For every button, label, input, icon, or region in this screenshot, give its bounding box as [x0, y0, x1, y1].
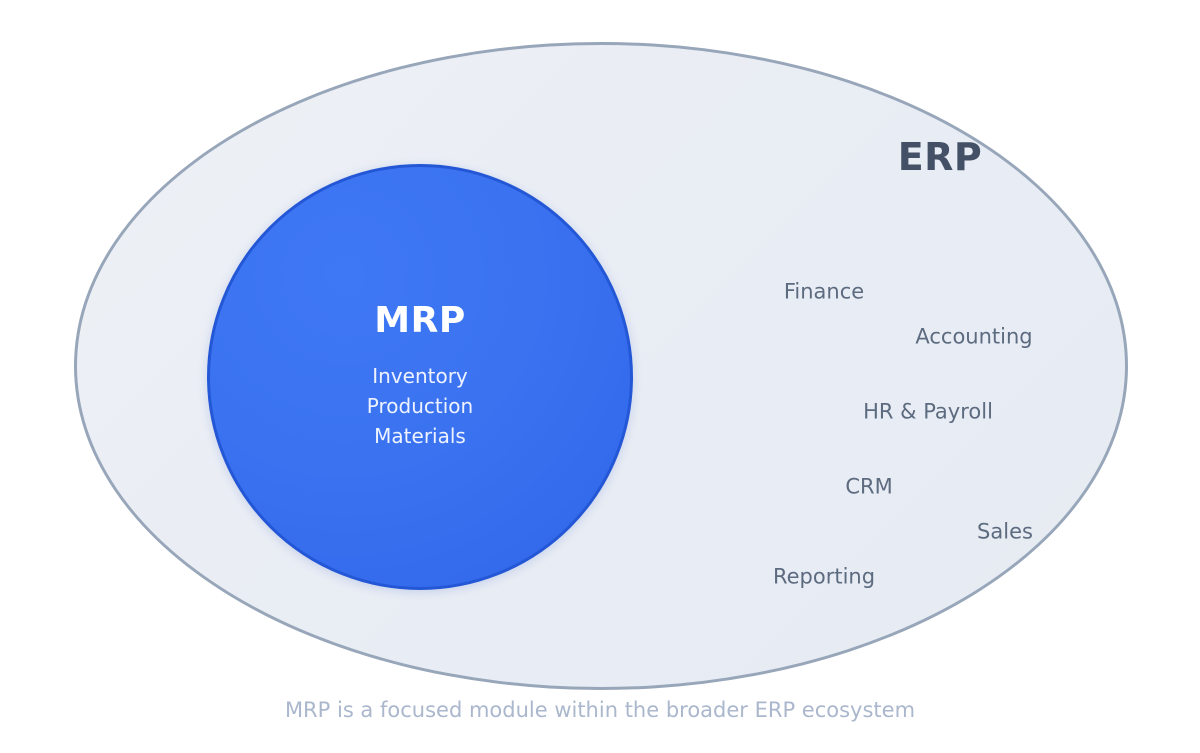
mrp-item-materials: Materials [374, 424, 466, 448]
erp-module-reporting: Reporting [772, 564, 876, 589]
mrp-label-group: MRP Inventory Production Materials [207, 164, 633, 590]
erp-module-finance: Finance [783, 279, 865, 304]
erp-module-crm: CRM [845, 474, 893, 499]
erp-title: ERP [897, 135, 983, 179]
mrp-inner-circle [207, 164, 633, 590]
diagram-caption: MRP is a focused module within the broad… [284, 698, 916, 722]
mrp-item-inventory: Inventory [372, 364, 468, 388]
mrp-item-list: Inventory Production Materials [367, 361, 473, 451]
erp-module-sales: Sales [977, 519, 1033, 544]
mrp-title: MRP [374, 300, 466, 341]
erp-module-hr-payroll: HR & Payroll [863, 399, 993, 424]
erp-module-accounting: Accounting [915, 324, 1033, 349]
mrp-item-production: Production [366, 394, 474, 418]
